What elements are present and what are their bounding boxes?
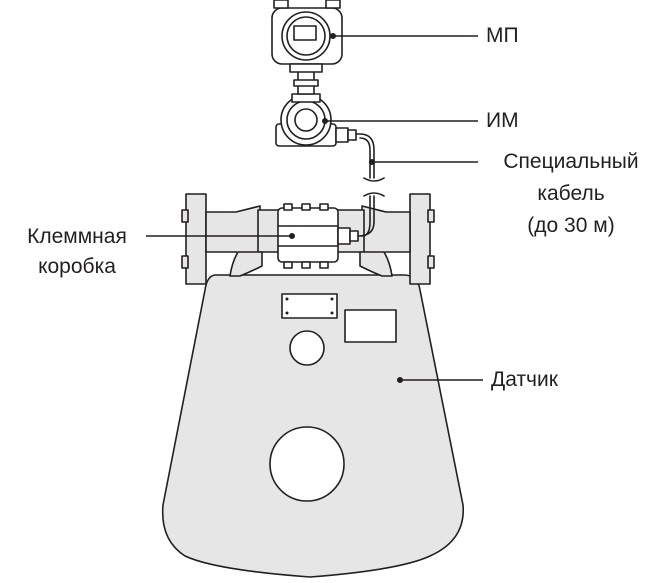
label-terminal-box-line2: коробка: [8, 254, 146, 280]
sensor-label-plate: [345, 310, 396, 342]
sensor-small-port: [290, 331, 324, 365]
label-sensor: Датчик: [491, 367, 558, 393]
sensor-nameplate: [282, 294, 337, 318]
sensor-body: [163, 275, 464, 577]
label-terminal-box-line1: Клеммная: [8, 224, 146, 250]
label-terminal-box: Клеммная коробка: [8, 224, 146, 280]
label-im: ИМ: [486, 108, 519, 134]
label-mp: МП: [486, 23, 519, 49]
label-cable-line1: Специальный: [486, 149, 656, 175]
im-module: [276, 70, 356, 146]
sensor-large-port: [270, 427, 344, 501]
label-cable-line2: кабель: [486, 181, 656, 207]
label-cable: Специальный кабель (до 30 м): [486, 149, 656, 239]
label-cable-line3: (до 30 м): [486, 213, 656, 239]
